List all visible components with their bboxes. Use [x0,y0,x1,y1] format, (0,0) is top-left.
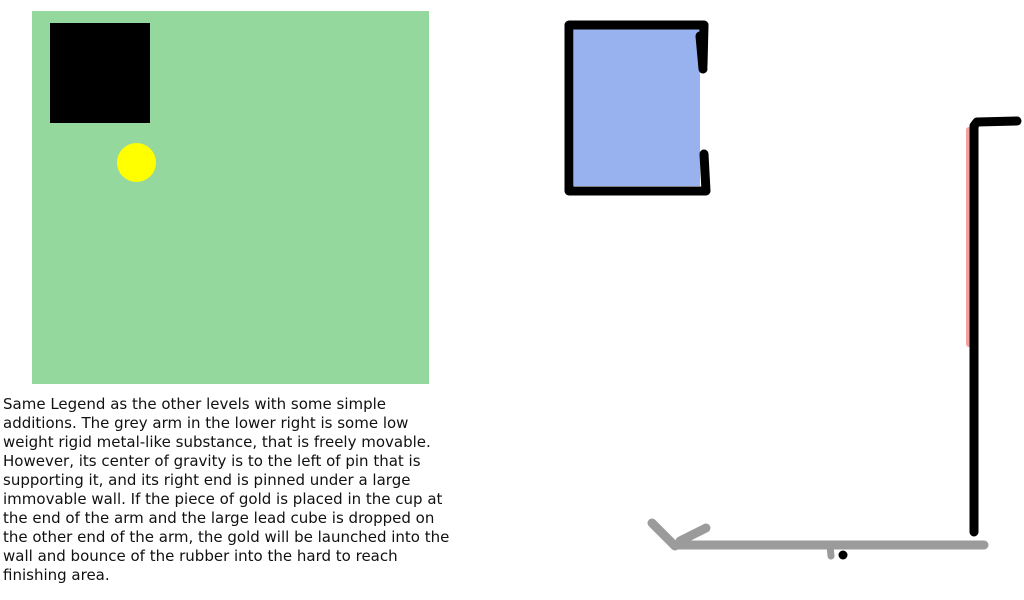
level-description: Same Legend as the other levels with som… [3,395,489,585]
gold-piece[interactable] [117,143,156,182]
description-line: wall and bounce of the rubber into the h… [3,547,398,565]
description-line: finishing area. [3,566,110,584]
immovable-wall [969,116,1022,537]
description-line: weight rigid metal-like substance, that … [3,433,431,451]
pivot-pin [838,550,848,560]
lever-cup-right[interactable] [675,523,711,546]
description-line: the end of the arm and the large lead cu… [3,509,435,527]
description-line: additions. The grey arm in the lower rig… [3,414,409,432]
finish-area-wall-top-edge [695,31,708,74]
description-line: However, its center of gravity is to the… [3,452,421,470]
lever-tab [826,542,835,560]
finish-area-wall [564,20,711,196]
description-line: supporting it, and its right end is pinn… [3,471,411,489]
lead-cube[interactable] [50,23,150,123]
description-line: Same Legend as the other levels with som… [3,395,387,413]
description-line: the other end of the arm, the gold will … [3,528,450,546]
lever-cup-left[interactable] [647,518,680,551]
description-line: immovable wall. If the piece of gold is … [3,490,443,508]
inventory-panel [32,11,429,384]
finish-area [574,29,700,186]
